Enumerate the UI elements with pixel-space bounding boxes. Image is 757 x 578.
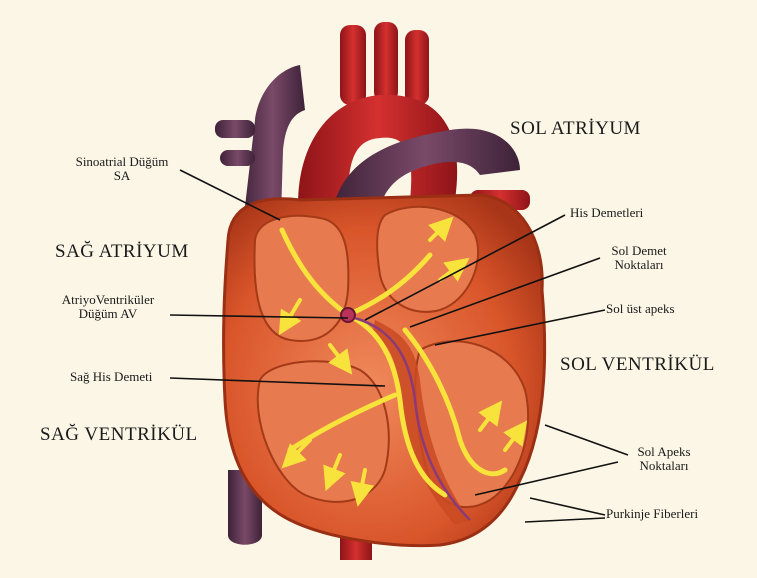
- label-sag-atriyum: SAĞ ATRİYUM: [55, 242, 189, 262]
- label-av-node: AtriyoVentriküler Düğüm AV: [48, 293, 168, 320]
- label-atriyo-line1: AtriyoVentriküler: [48, 293, 168, 307]
- aortic-arch-branches: [340, 22, 429, 105]
- label-sinoatrial-line2: SA: [58, 169, 186, 183]
- label-sol-apeks-line1: Sol Apeks: [624, 445, 704, 459]
- label-sol-ust-apeks: Sol üst apeks: [606, 302, 675, 316]
- label-his-demetleri: His Demetleri: [570, 206, 643, 220]
- label-sol-apeks-line2: Noktaları: [624, 459, 704, 473]
- label-atriyo-line2: Düğüm AV: [48, 307, 168, 321]
- label-sol-demet-line2: Noktaları: [600, 258, 678, 272]
- right-atrium-chamber: [254, 216, 348, 341]
- label-sinoatrial-line1: Sinoatrial Düğüm: [58, 155, 186, 169]
- label-purkinje-fiberleri: Purkinje Fiberleri: [606, 507, 698, 521]
- label-sol-demet-noktalari: Sol Demet Noktaları: [600, 244, 678, 271]
- av-node: [341, 308, 355, 322]
- label-sag-ventrikul: SAĞ VENTRİKÜL: [40, 425, 198, 445]
- label-sinoatrial-node: Sinoatrial Düğüm SA: [58, 155, 186, 182]
- label-sol-apeks-noktalari: Sol Apeks Noktaları: [624, 445, 704, 472]
- label-sol-atriyum: SOL ATRİYUM: [510, 119, 641, 139]
- label-sag-his-demeti: Sağ His Demeti: [70, 370, 152, 384]
- label-sol-ventrikul: SOL VENTRİKÜL: [560, 355, 715, 375]
- label-sol-demet-line1: Sol Demet: [600, 244, 678, 258]
